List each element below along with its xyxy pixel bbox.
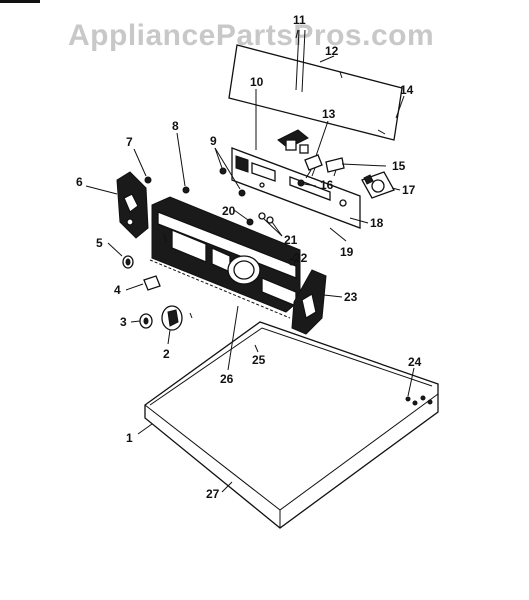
callout-15: 15 <box>392 159 406 173</box>
part-12-back-panel <box>228 44 403 141</box>
part-3-knob <box>139 313 153 329</box>
part-11-bracket <box>277 29 309 154</box>
callout-17: 17 <box>402 183 416 197</box>
callout-12: 12 <box>325 44 339 58</box>
callout-2: 2 <box>163 347 170 361</box>
callout-9: 9 <box>210 134 217 148</box>
part-15-switch <box>325 157 345 177</box>
callout-19: 19 <box>340 245 354 259</box>
callout-22: 22 <box>294 251 308 265</box>
callout-23: 23 <box>344 290 358 304</box>
callout-10: 10 <box>250 75 264 89</box>
callout-20: 20 <box>222 204 236 218</box>
part-27-top-lid <box>144 321 439 529</box>
part-7-clip <box>144 176 152 184</box>
part-4-button <box>143 275 161 291</box>
part-26-console <box>149 196 301 319</box>
callout-27: 27 <box>206 487 220 501</box>
callout-5: 5 <box>96 236 103 250</box>
callout-4: 4 <box>114 283 121 297</box>
watermark-text: AppliancePartsPros.com <box>68 19 434 52</box>
callout-11: 11 <box>293 13 306 27</box>
part-21-washers <box>258 212 274 224</box>
header-bar <box>0 0 40 3</box>
callout-26: 26 <box>220 372 234 386</box>
part-20-screw <box>246 218 254 226</box>
callout-18: 18 <box>370 216 384 230</box>
callout-24: 24 <box>408 355 422 369</box>
callout-3: 3 <box>120 315 127 329</box>
part-6-left-end-cap <box>116 171 149 239</box>
part-2-dial-knob <box>161 305 193 331</box>
callout-16: 16 <box>320 178 334 192</box>
part-5-knob <box>122 255 134 269</box>
part-17-timer <box>361 171 395 199</box>
part-8-screw <box>182 186 190 194</box>
callout-13: 13 <box>322 107 336 121</box>
leader-lines <box>85 29 415 493</box>
part-16-screw <box>297 179 305 187</box>
callout-1: 1 <box>126 431 133 445</box>
callout-labels: 11 12 10 14 13 8 7 9 15 6 16 17 20 18 21… <box>76 13 422 501</box>
callout-21: 21 <box>284 233 298 247</box>
part-9-screws <box>219 167 246 197</box>
callout-6: 6 <box>76 175 83 189</box>
callout-8: 8 <box>172 119 179 133</box>
part-13-switch <box>304 154 323 179</box>
callout-25: 25 <box>252 353 266 367</box>
callout-14: 14 <box>400 83 414 97</box>
part-23-right-end-cap <box>291 269 327 335</box>
callout-7: 7 <box>126 135 133 149</box>
